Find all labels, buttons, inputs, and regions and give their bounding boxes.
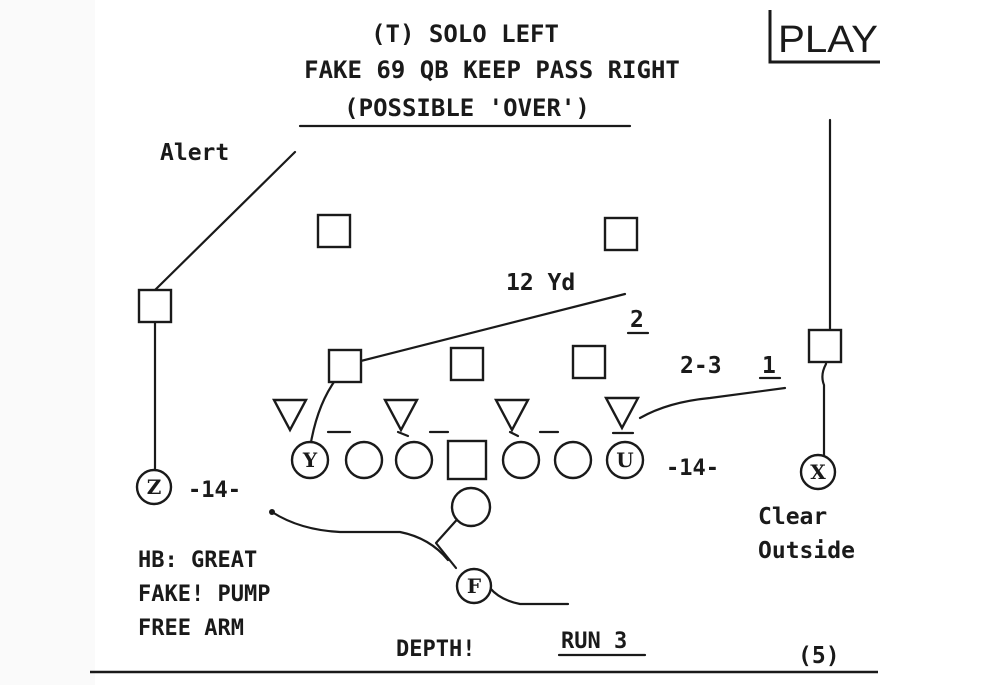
- f-label: F: [467, 574, 481, 598]
- twelve-yard-label: 12 Yd: [506, 270, 575, 296]
- f-back-circle: [455, 567, 493, 605]
- y-12yd-route: [308, 292, 627, 450]
- alert-label: Alert: [160, 140, 229, 166]
- split-right-label: -14-: [666, 456, 719, 481]
- page-edge: [880, 0, 1000, 685]
- page-number: (5): [798, 643, 840, 669]
- u-end-circle: [605, 440, 645, 480]
- z-receiver-circle: [135, 468, 173, 506]
- safety-right-square: [603, 216, 639, 252]
- x-stem-route: [821, 328, 828, 457]
- linebacker-middle-square: [449, 346, 485, 382]
- x-label: X: [810, 460, 826, 484]
- y-label: Y: [302, 448, 318, 472]
- play-name: FAKE 69 QB KEEP PASS RIGHT: [304, 56, 680, 84]
- hb-note-line2: FAKE! PUMP: [138, 582, 270, 607]
- read-1-label: 1: [762, 353, 776, 379]
- clear-label: Clear: [758, 504, 827, 530]
- f-run-route: [488, 586, 570, 606]
- u-label: U: [616, 448, 633, 472]
- y-tight-end-circle: [290, 440, 330, 480]
- f-fake-path: [434, 512, 464, 570]
- lineman-triangle-2: [383, 398, 419, 433]
- quarterback-circle: [450, 486, 492, 528]
- alert-route: [153, 150, 297, 292]
- hb-note-line1: HB: GREAT: [138, 548, 257, 573]
- u-2-3-route: [638, 386, 787, 420]
- halfback-start-dot: [269, 509, 275, 515]
- safety-left-square: [316, 213, 352, 249]
- depth-label: DEPTH!: [396, 637, 475, 662]
- corner-box-label: PLAY: [778, 19, 878, 61]
- read-2-3-label: 2-3: [680, 353, 722, 379]
- outside-label: Outside: [758, 538, 855, 564]
- corner-left-square: [137, 288, 173, 324]
- scan-margin: [0, 0, 95, 685]
- block-mark-4: [508, 430, 520, 438]
- right-tackle-circle: [553, 440, 593, 480]
- left-tackle-circle: [344, 440, 384, 480]
- lineman-triangle-4: [604, 396, 640, 431]
- linebacker-left-square: [327, 348, 363, 384]
- halfback-path: [270, 510, 450, 562]
- hb-note-line3: FREE ARM: [138, 616, 244, 641]
- corner-right-square: [807, 328, 843, 364]
- lineman-triangle-1: [272, 398, 308, 433]
- right-guard-circle: [501, 440, 541, 480]
- z-label: Z: [147, 475, 162, 499]
- linebacker-right-square: [571, 344, 607, 380]
- formation-title: (T) SOLO LEFT: [371, 20, 559, 48]
- left-guard-circle: [394, 440, 434, 480]
- lineman-triangle-3: [494, 398, 530, 433]
- read-2-label: 2: [630, 307, 644, 333]
- x-receiver-circle: [799, 453, 837, 491]
- run-3-label: RUN 3: [561, 629, 627, 654]
- center-square: [446, 439, 488, 481]
- corner-box-frame: [768, 10, 880, 64]
- split-left-label: -14-: [188, 478, 241, 503]
- block-mark-2: [396, 430, 410, 438]
- possible-over-note: (POSSIBLE 'OVER'): [344, 94, 590, 122]
